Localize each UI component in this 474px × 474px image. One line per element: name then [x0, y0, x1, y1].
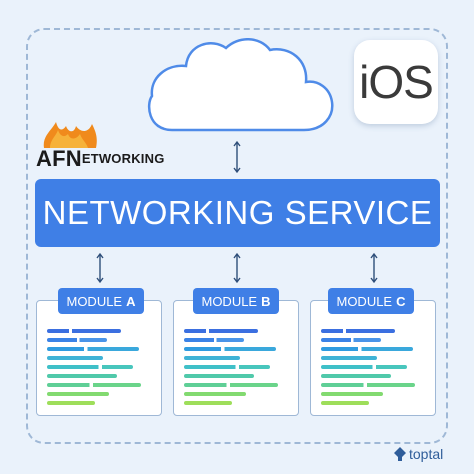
networking-service-bar: NETWORKING SERVICE [35, 179, 440, 247]
code-lines [184, 329, 292, 410]
module-b-card [173, 300, 299, 416]
code-lines [47, 329, 155, 410]
toptal-icon [394, 447, 406, 461]
service-module-b-arrow [233, 252, 241, 284]
module-a-card [36, 300, 162, 416]
module-b-prefix: MODULE [201, 293, 258, 309]
ios-label: iOS [359, 56, 434, 108]
logo-rest: ETWORKING [81, 151, 165, 166]
ios-logo: iOS [354, 40, 438, 124]
cloud-icon [147, 38, 334, 132]
module-c-letter: C [396, 293, 406, 309]
toptal-brand: toptal [394, 446, 443, 462]
logo-letter-a: A [36, 146, 53, 171]
afnetworking-flame-icon [43, 122, 97, 148]
module-a-letter: A [126, 293, 136, 309]
service-module-c-arrow [370, 252, 378, 284]
module-c-card [310, 300, 436, 416]
toptal-label: toptal [409, 446, 444, 462]
module-b-letter: B [261, 293, 271, 309]
logo-letter-n: N [65, 146, 82, 171]
logo-letter-f: F [52, 146, 66, 171]
afnetworking-logo-text: AFNETWORKING [36, 146, 165, 172]
module-c-prefix: MODULE [336, 293, 393, 309]
cloud-service-arrow [233, 140, 241, 174]
code-lines [321, 329, 429, 410]
module-a-prefix: MODULE [66, 293, 123, 309]
networking-service-label: NETWORKING SERVICE [42, 194, 433, 231]
diagram-frame [26, 28, 448, 444]
service-module-a-arrow [96, 252, 104, 284]
